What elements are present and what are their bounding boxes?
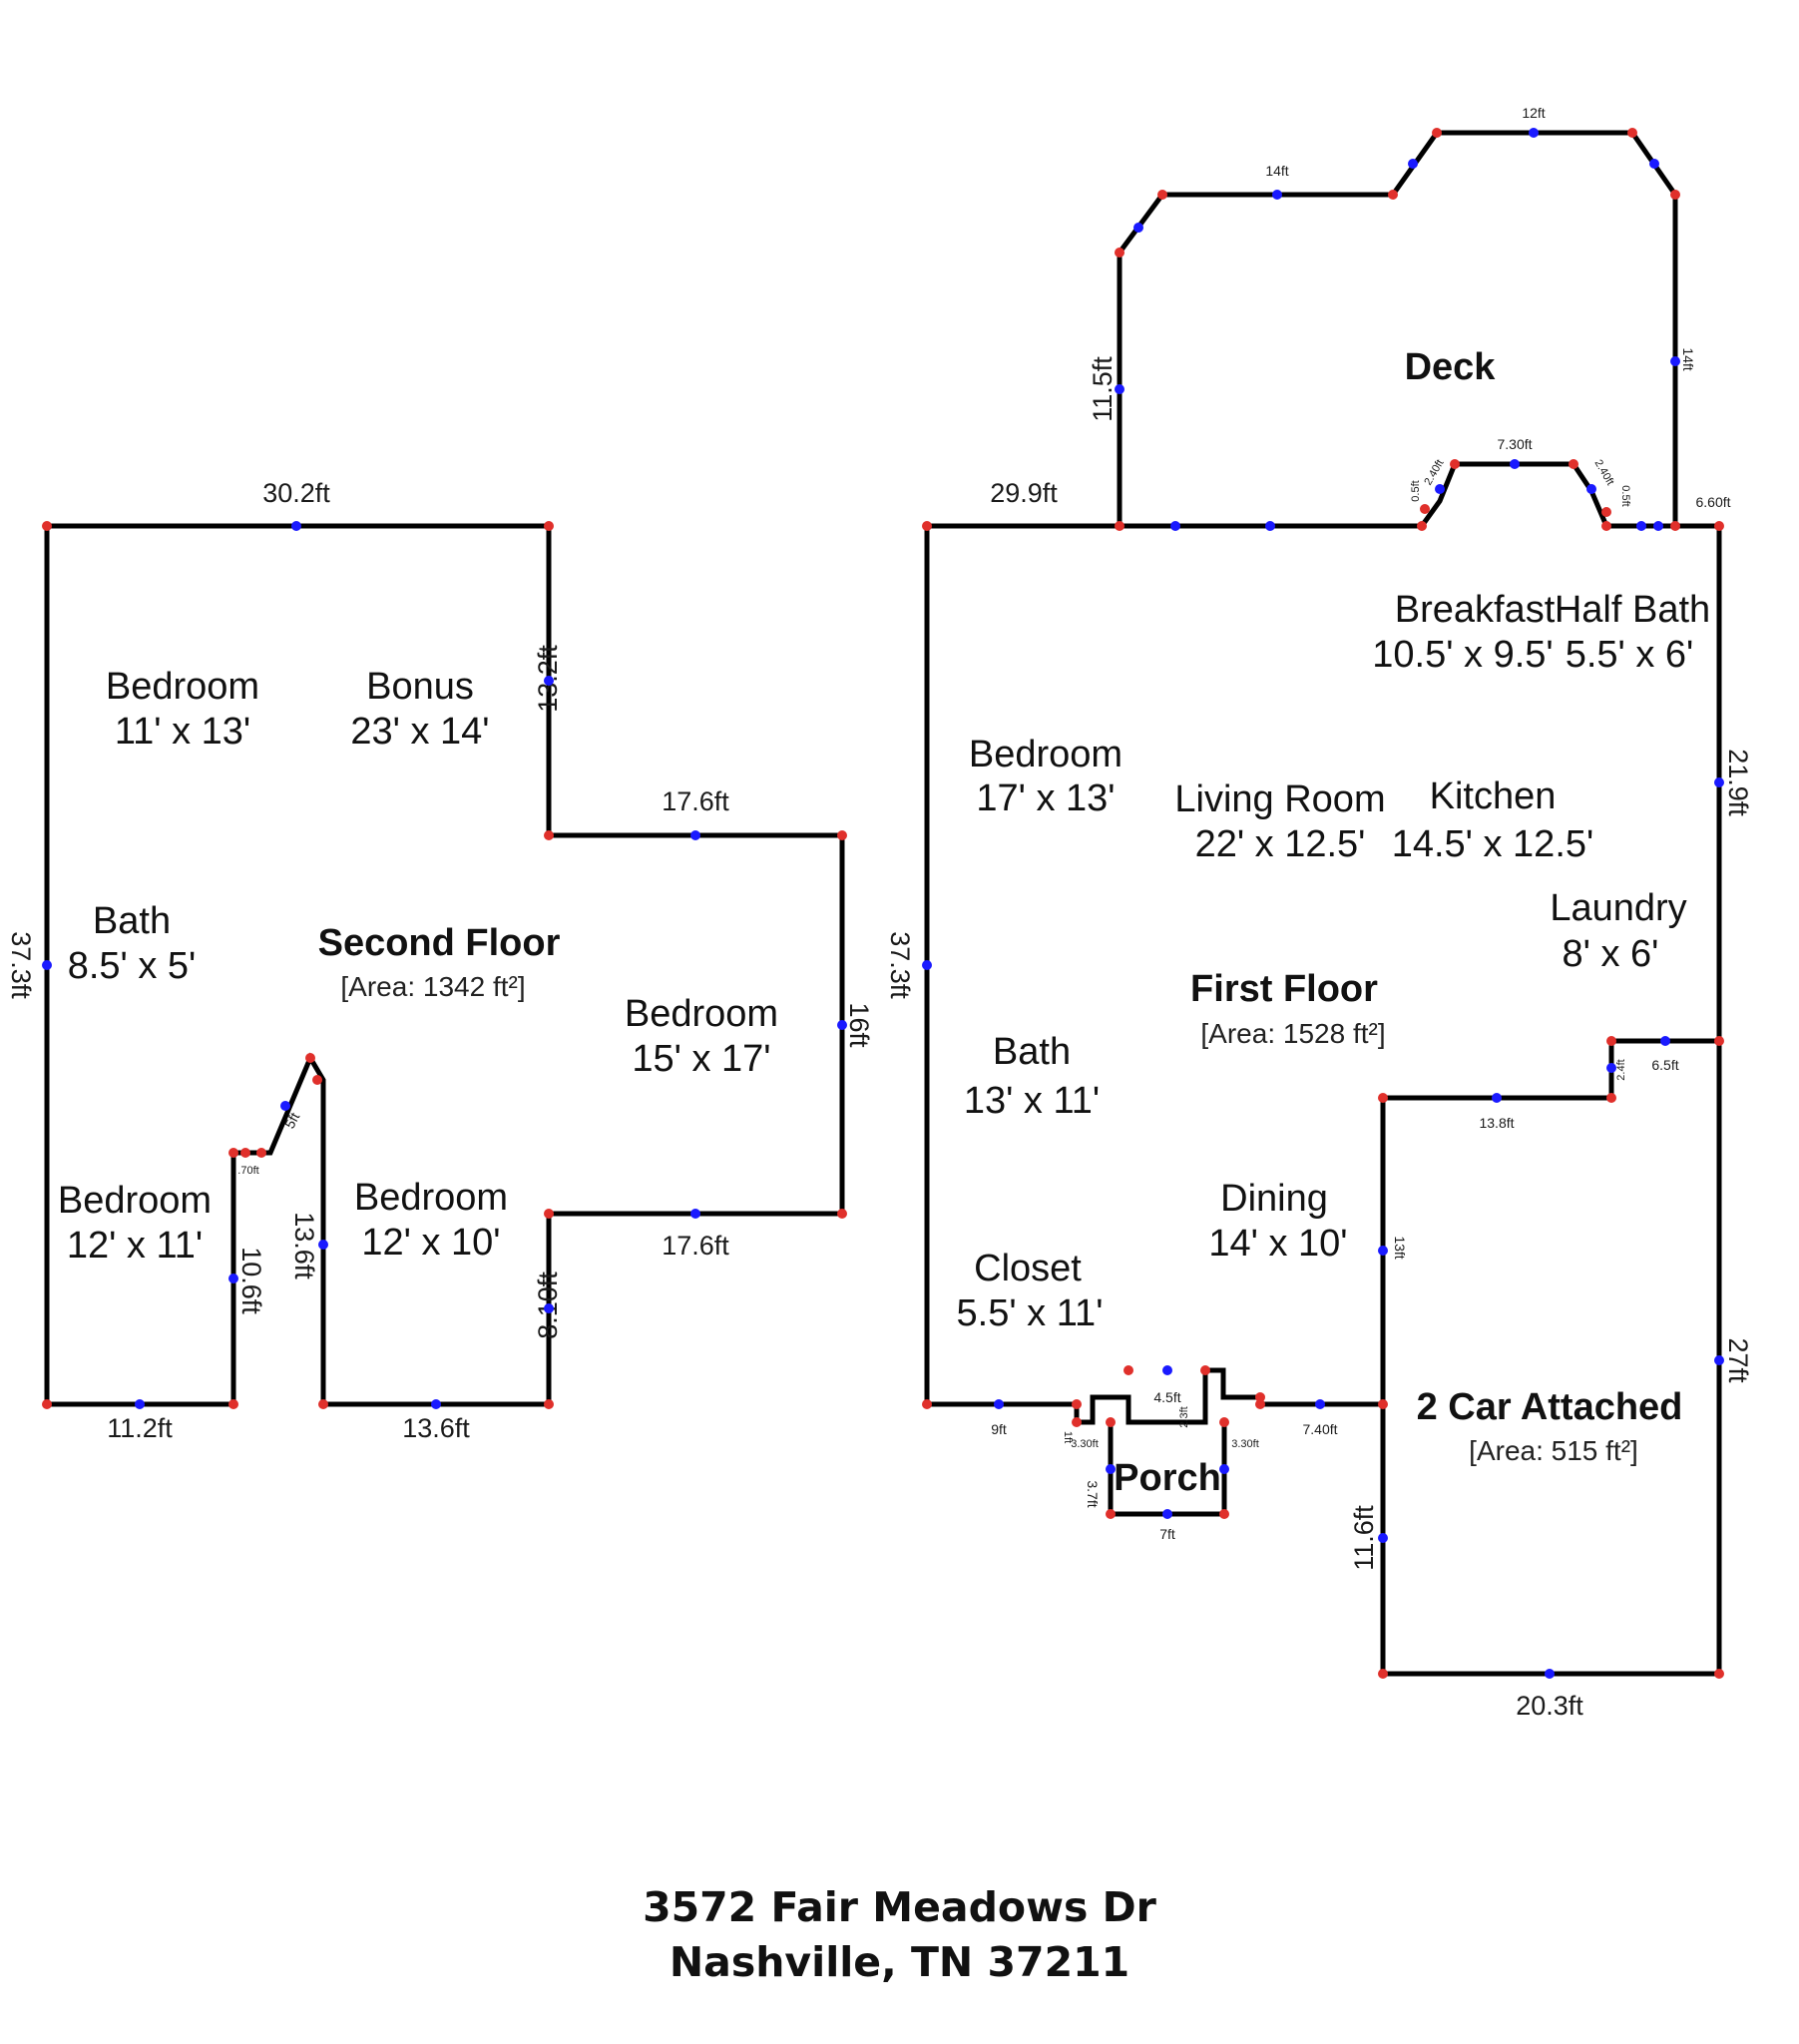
dim-ff-front-left: 9ft: [991, 1421, 1007, 1437]
dim-ff-porch-step: 1ft: [1062, 1431, 1074, 1443]
address-line-2: Nashville, TN 37211: [669, 1938, 1130, 1986]
dim-ff-step-short: 2.4ft: [1615, 1059, 1627, 1080]
first-floor-title: First Floor: [1190, 968, 1378, 1010]
room-name: Kitchen: [1430, 775, 1557, 817]
vertex-markers: [42, 521, 847, 1409]
porch-title: Porch: [1114, 1457, 1221, 1499]
room-name: Bath: [993, 1031, 1071, 1073]
room-name: Breakfast: [1395, 589, 1556, 631]
room-name: Half Bath: [1555, 589, 1710, 631]
second-floor: 30.2ft 13.2ft 17.6ft 16ft 17.6ft 8.10ft …: [6, 478, 874, 1443]
dim-notch-right: 13.6ft: [289, 1212, 319, 1279]
room-name: Bonus: [366, 666, 474, 708]
dim-notch-top: .70ft: [237, 1165, 258, 1177]
deck-dim-top-left: 14ft: [1265, 163, 1288, 179]
dim-ff-right: 21.9ft: [1723, 749, 1753, 816]
room-name: Bedroom: [354, 1177, 508, 1219]
midpoint-markers: [922, 128, 1724, 1679]
dim-step-bottom: 17.6ft: [662, 1231, 729, 1261]
room-size: 8.5' x 5': [68, 945, 197, 987]
room-name: Dining: [1220, 1178, 1328, 1220]
midpoint-markers: [42, 521, 847, 1409]
room-size: 10.5' x 9.5': [1372, 634, 1553, 676]
room-name: Bedroom: [106, 666, 259, 708]
dim-left: 37.3ft: [6, 931, 36, 999]
dim-ff-garage-wall: 13ft: [1392, 1236, 1408, 1259]
garage-area: [Area: 515 ft²]: [1469, 1435, 1638, 1466]
deck-dim-bump-left: 2.40ft: [1422, 458, 1446, 488]
second-floor-title: Second Floor: [318, 922, 561, 964]
second-floor-area: [Area: 1342 ft²]: [340, 971, 525, 1002]
dim-step-top: 17.6ft: [662, 786, 729, 816]
deck-outline: [1117, 130, 1678, 529]
dim-ff-laundry-step: 6.5ft: [1651, 1057, 1678, 1073]
dim-ff-porch-right-step: 2.3ft: [1178, 1406, 1190, 1427]
deck-dim-bump-right: 2.40ft: [1592, 458, 1616, 488]
room-name: Bedroom: [969, 734, 1123, 775]
room-size: 11' x 13': [115, 711, 250, 753]
garage-dim-bottom: 20.3ft: [1516, 1691, 1583, 1721]
room-size: 22' x 12.5': [1195, 823, 1366, 865]
room-name: Closet: [974, 1248, 1082, 1289]
dim-ff-porch-bottom: 7ft: [1159, 1526, 1175, 1542]
garage-dim-left: 11.6ft: [1349, 1505, 1379, 1571]
room-size: 12' x 10': [361, 1222, 500, 1264]
dim-ff-top-right: 6.60ft: [1695, 494, 1730, 510]
dim-ff-left: 37.3ft: [885, 931, 915, 999]
garage-outline: [1380, 1038, 1722, 1677]
dim-ff-garage-top: 13.8ft: [1479, 1115, 1514, 1131]
room-name: Bath: [93, 900, 171, 942]
room-name: Laundry: [1550, 887, 1686, 929]
room-size: 15' x 17': [632, 1038, 770, 1080]
dim-ff-porch-right-top: 3.30ft: [1231, 1438, 1259, 1450]
room-size: 13' x 11': [964, 1080, 1100, 1122]
room-size: 14.5' x 12.5': [1392, 823, 1594, 865]
room-name: Living Room: [1174, 778, 1385, 820]
dim-ff-front-right: 7.40ft: [1302, 1421, 1337, 1437]
dim-ff-porch-left-top: 3.30ft: [1071, 1438, 1099, 1450]
room-size: 14' x 10': [1208, 1223, 1347, 1265]
property-address: 3572 Fair Meadows Dr Nashville, TN 37211: [0, 1880, 1799, 1990]
first-floor: Deck 11.5ft 14ft 12ft 14ft 7.30ft 2.40ft…: [885, 105, 1753, 1721]
garage-title: 2 Car Attached: [1417, 1386, 1683, 1428]
room-name: Bedroom: [625, 993, 778, 1035]
garage-dim-right: 27ft: [1723, 1337, 1753, 1383]
deck-dim-right: 14ft: [1680, 347, 1696, 370]
dim-ff-porch-left: 3.7ft: [1085, 1480, 1101, 1507]
dim-notch-left: 10.6ft: [236, 1247, 266, 1314]
deck-dim-left: 11.5ft: [1088, 356, 1118, 422]
dim-top: 30.2ft: [262, 478, 330, 508]
address-line-1: 3572 Fair Meadows Dr: [643, 1883, 1156, 1931]
room-size: 12' x 11': [67, 1225, 203, 1267]
dim-bottom-left: 11.2ft: [107, 1413, 173, 1443]
dim-right: 16ft: [844, 1002, 874, 1048]
room-size: 17' x 13': [976, 777, 1115, 819]
room-size: 23' x 14': [350, 711, 489, 753]
deck-dim-bump-right-short: 0.5ft: [1619, 485, 1631, 506]
deck-dim-bump-left-short: 0.5ft: [1410, 480, 1422, 501]
room-size: 8' x 6': [1563, 933, 1659, 975]
room-size: 5.5' x 6': [1566, 634, 1694, 676]
dim-notch-diagonal: 5ft: [281, 1110, 302, 1131]
first-floor-area: [Area: 1528 ft²]: [1200, 1018, 1385, 1049]
dim-ff-porch-top: 4.5ft: [1153, 1389, 1180, 1405]
dim-ff-top: 29.9ft: [990, 478, 1058, 508]
deck-title: Deck: [1405, 346, 1497, 388]
deck-dim-top-right: 12ft: [1522, 105, 1545, 121]
room-name: Bedroom: [58, 1180, 212, 1222]
deck-dim-bump-top: 7.30ft: [1497, 436, 1532, 452]
room-size: 5.5' x 11': [957, 1292, 1104, 1334]
dim-bottom-mid: 13.6ft: [402, 1413, 470, 1443]
vertex-markers: [922, 128, 1724, 1679]
